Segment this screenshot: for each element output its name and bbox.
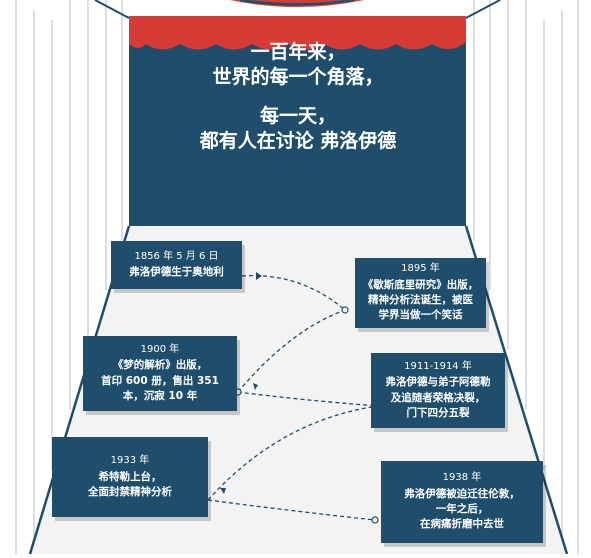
left-wall <box>0 0 129 554</box>
event-card-1911-1914: 1911-1914 年 弗洛伊德与弟子阿德勒 及追随者荣格决裂， 门下四分五裂 <box>371 353 505 428</box>
event-card-1900: 1900 年 《梦的解析》出版， 首印 600 册，售出 351 本，沉寂 10… <box>83 336 237 411</box>
event-text: 学界当做一个笑话 <box>378 309 463 322</box>
event-date: 1900 年 <box>140 343 180 355</box>
event-text: 《歇斯底里研究》出版， <box>362 278 479 291</box>
event-card-1938: 1938 年 弗洛伊德被迫迁往伦敦， 一年之后， 在病痛折磨中去世 <box>381 461 543 543</box>
event-text: 在病痛折磨中去世 <box>420 518 504 531</box>
event-card-1856: 1856 年 5 月 6 日 弗洛伊德生于奥地利 <box>111 241 242 289</box>
event-text: 全面封禁精神分析 <box>88 485 172 498</box>
event-text: 首印 600 册，售出 351 <box>101 374 219 387</box>
event-card-1895: 1895 年 《歇斯底里研究》出版， 精神分析法诞生，被医 学界当做一个笑话 <box>355 258 486 328</box>
event-date: 1938 年 <box>442 472 482 484</box>
right-wall-stripes <box>473 0 579 554</box>
event-text: 精神分析法诞生，被医 <box>368 294 473 307</box>
right-wall <box>466 0 591 554</box>
event-text: 门下四分五裂 <box>406 406 470 419</box>
event-text: 一年之后， <box>435 503 489 516</box>
headline: 一百年来， 世界的每一个角落， 每一天， 都有人在讨论 弗洛伊德 <box>130 40 466 210</box>
timeline-connectors <box>207 274 379 521</box>
event-text: 弗洛伊德与弟子阿德勒 <box>385 376 491 389</box>
headline-line-1: 一百年来， <box>250 41 346 63</box>
event-date: 1856 年 5 月 6 日 <box>134 250 219 262</box>
event-text: 《梦的解析》出版， <box>112 359 208 372</box>
curtain <box>129 16 466 50</box>
connector-arrowheads <box>220 272 262 494</box>
event-text: 弗洛伊德被迫迁往伦敦， <box>404 487 520 500</box>
event-text: 及追随者荣格决裂， <box>390 391 486 404</box>
event-text: 弗洛伊德生于奥地利 <box>129 266 224 279</box>
event-card-1933: 1933 年 希特勒上台， 全面封禁精神分析 <box>52 437 208 517</box>
event-date: 1933 年 <box>110 455 150 467</box>
event-text: 本，沉寂 10 年 <box>122 389 198 402</box>
event-text: 希特勒上台， <box>98 470 162 483</box>
back-panel <box>129 16 466 226</box>
event-date: 1895 年 <box>401 263 440 275</box>
left-wall-stripes <box>15 0 123 554</box>
headline-line-3: 每一天， <box>259 105 336 127</box>
headline-line-4: 都有人在讨论 弗洛伊德 <box>199 130 397 152</box>
headline-line-2: 世界的每一个角落， <box>212 66 384 88</box>
event-date: 1911-1914 年 <box>404 360 472 372</box>
